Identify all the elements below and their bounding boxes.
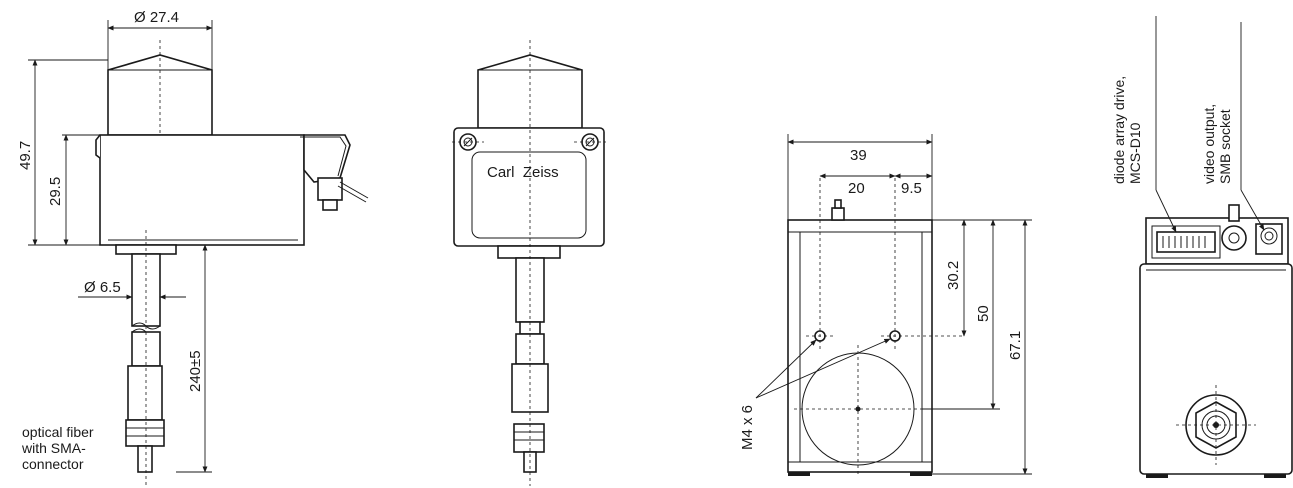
thread-note-label: M4 x 6	[739, 405, 756, 450]
fiber-note-line3: connector	[22, 456, 84, 472]
rear-view: diode array drive, MCS-D10 video output,…	[1111, 16, 1293, 478]
front-view: Carl Zeiss	[452, 40, 606, 486]
dim-center-height-label: 50	[975, 305, 992, 322]
dim-back-width-label: 39	[850, 147, 867, 164]
dim-body-height-label: 29.5	[47, 177, 64, 206]
dim-total-height-side: 49.7	[17, 59, 108, 246]
note-video-line2: SMB socket	[1217, 109, 1233, 184]
note-diode-array: diode array drive, MCS-D10	[1111, 76, 1143, 184]
fiber-note: optical fiber with SMA- connector	[21, 424, 94, 472]
note-video-line1: video output,	[1201, 104, 1217, 184]
dim-fiber-diameter: Ø 6.5	[78, 279, 186, 300]
dim-fiber-diameter-label: Ø 6.5	[84, 279, 121, 296]
back-housing	[787, 199, 933, 476]
rear-housing	[1139, 204, 1293, 478]
dim-hole-height: 30.2	[932, 219, 972, 337]
fiber-note-line2: with SMA-	[21, 440, 86, 456]
note-video-output: video output, SMB socket	[1201, 104, 1233, 184]
dim-back-total-height: 67.1	[932, 219, 1032, 475]
back-view: 39 20 9.5 30.2 50 67.1	[739, 134, 1032, 476]
dim-edge-offset: 9.5	[894, 173, 933, 197]
dim-head-diameter: Ø 27.4	[107, 9, 213, 70]
thread-note: M4 x 6	[739, 338, 891, 450]
dim-back-width: 39	[787, 134, 933, 220]
dim-body-height: 29.5	[47, 134, 100, 246]
note-drive-line1: diode array drive,	[1111, 76, 1127, 184]
dim-head-diameter-label: Ø 27.4	[134, 9, 179, 26]
dim-back-total-height-label: 67.1	[1007, 331, 1024, 360]
fiber-note-line1: optical fiber	[22, 424, 94, 440]
dim-hole-offset: 20	[819, 173, 896, 197]
side-housing	[95, 134, 369, 246]
dim-edge-offset-label: 9.5	[901, 180, 922, 197]
dim-hole-height-label: 30.2	[945, 261, 962, 290]
front-housing: Carl Zeiss	[453, 127, 605, 247]
dim-fiber-length: 240±5	[176, 244, 212, 473]
side-view: Ø 27.4 49.7 29.5 Ø 6.5 240±5 opt	[17, 9, 369, 486]
brand-logo: Carl Zeiss	[487, 164, 559, 181]
dim-total-height-side-label: 49.7	[17, 141, 34, 170]
front-fiber-assembly	[497, 245, 561, 473]
dim-fiber-length-label: 240±5	[187, 350, 204, 392]
dim-center-height: 50	[922, 219, 1000, 410]
note-drive-line2: MCS-D10	[1127, 122, 1143, 184]
dim-hole-offset-label: 20	[848, 180, 865, 197]
